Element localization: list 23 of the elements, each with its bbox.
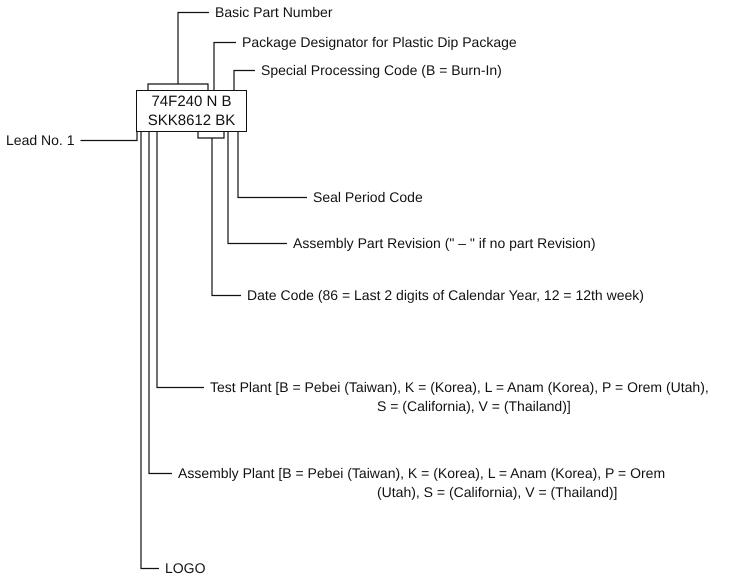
leader-line	[147, 12, 210, 91]
leader-line	[233, 70, 255, 90]
callout-text: Special Processing Code (B = Burn-In)	[261, 61, 502, 80]
callout-text: LOGO	[165, 559, 206, 578]
chip-package	[136, 90, 247, 132]
callout-text: Assembly Part Revision (" – " if no part Revision)	[293, 234, 596, 253]
callout-text: Seal Period Code	[313, 188, 423, 207]
leader-line	[140, 132, 159, 570]
leader-line	[156, 132, 204, 388]
callout-text: Package Designator for Plastic Dip Package	[242, 33, 517, 52]
leader-line	[148, 132, 172, 474]
part-marking: 74F240 N B	[150, 92, 233, 111]
callout-text: Test Plant [B = Pebei (Taiwan), K = (Korea), L = Anam (Korea), P = Orem (Utah), S = (California), V = (Thailand)]	[210, 378, 710, 416]
leader-line	[213, 42, 236, 90]
callout-text: Date Code (86 = Last 2 digits of Calendar Year, 12 = 12th week)	[247, 286, 727, 305]
callout-text: Assembly Plant [B = Pebei (Taiwan), K = (Korea), L = Anam (Korea), P = Orem (Utah), S = (California), V = (Thailand)]	[178, 464, 698, 502]
leader-line	[227, 132, 287, 244]
leader-line	[237, 132, 307, 198]
leader-line	[80, 132, 138, 142]
callout-text: Lead No. 1	[6, 131, 74, 150]
part-marking: SKK8612 BK	[146, 111, 236, 130]
callout-text: Basic Part Number	[215, 3, 332, 22]
leader-line	[197, 131, 242, 296]
